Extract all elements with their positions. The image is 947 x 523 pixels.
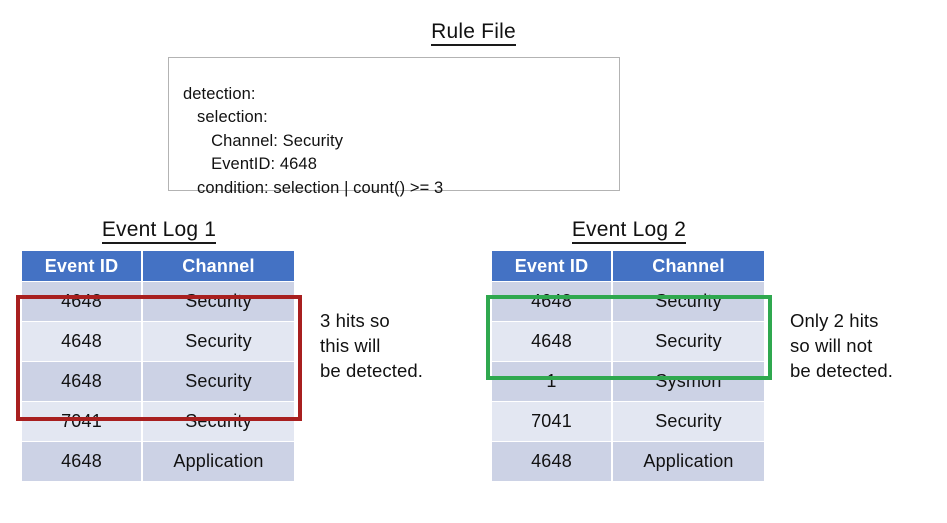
event-log-1-title: Event Log 1 xyxy=(20,218,298,245)
cell-channel: Application xyxy=(143,442,294,482)
column-header-event-id: Event ID xyxy=(22,251,141,282)
column-header-channel: Channel xyxy=(613,251,764,282)
rule-file-box: detection: selection: Channel: Security … xyxy=(168,57,620,197)
event-log-1-table: Event ID Channel 4648 Security 4648 Secu… xyxy=(20,250,296,482)
event-log-1-title-text: Event Log 1 xyxy=(101,218,217,245)
cell-channel: Security xyxy=(143,402,294,442)
rule-file-code: detection: selection: Channel: Security … xyxy=(183,84,444,197)
table-header-row: Event ID Channel xyxy=(492,251,764,282)
annotation-log-1: 3 hits so this will be detected. xyxy=(320,310,424,381)
cell-channel: Sysmon xyxy=(613,362,764,402)
cell-event-id: 4648 xyxy=(22,442,141,482)
event-log-2-title: Event Log 2 xyxy=(490,218,768,245)
table-row[interactable]: 4648 Security xyxy=(492,322,764,362)
table-row[interactable]: 4648 Security xyxy=(22,362,294,402)
column-header-channel: Channel xyxy=(143,251,294,282)
annotation-log-2: Only 2 hits so will not be detected. xyxy=(790,310,894,381)
table-row[interactable]: 4648 Security xyxy=(22,322,294,362)
cell-event-id: 4648 xyxy=(492,322,611,362)
cell-channel: Security xyxy=(143,322,294,362)
cell-channel: Security xyxy=(613,322,764,362)
table-row[interactable]: 7041 Security xyxy=(22,402,294,442)
cell-channel: Security xyxy=(143,362,294,402)
rule-file-title: Rule File xyxy=(0,20,947,47)
event-log-2-title-text: Event Log 2 xyxy=(571,218,687,245)
cell-event-id: 4648 xyxy=(492,282,611,322)
rule-file-title-text: Rule File xyxy=(431,20,516,47)
table-row[interactable]: 4648 Application xyxy=(22,442,294,482)
table-header-row: Event ID Channel xyxy=(22,251,294,282)
cell-event-id: 4648 xyxy=(22,322,141,362)
table-row[interactable]: 1 Sysmon xyxy=(492,362,764,402)
column-header-event-id: Event ID xyxy=(492,251,611,282)
cell-event-id: 4648 xyxy=(492,442,611,482)
table-row[interactable]: 7041 Security xyxy=(492,402,764,442)
cell-channel: Security xyxy=(613,282,764,322)
cell-channel: Security xyxy=(613,402,764,442)
cell-event-id: 4648 xyxy=(22,282,141,322)
cell-channel: Security xyxy=(143,282,294,322)
event-log-1-block: Event Log 1 Event ID Channel 4648 Securi… xyxy=(20,218,298,482)
cell-event-id: 1 xyxy=(492,362,611,402)
cell-event-id: 7041 xyxy=(492,402,611,442)
table-row[interactable]: 4648 Security xyxy=(22,282,294,322)
cell-event-id: 7041 xyxy=(22,402,141,442)
event-log-2-block: Event Log 2 Event ID Channel 4648 Securi… xyxy=(490,218,768,482)
cell-channel: Application xyxy=(613,442,764,482)
cell-event-id: 4648 xyxy=(22,362,141,402)
table-row[interactable]: 4648 Security xyxy=(492,282,764,322)
event-log-2-table: Event ID Channel 4648 Security 4648 Secu… xyxy=(490,250,766,482)
table-row[interactable]: 4648 Application xyxy=(492,442,764,482)
